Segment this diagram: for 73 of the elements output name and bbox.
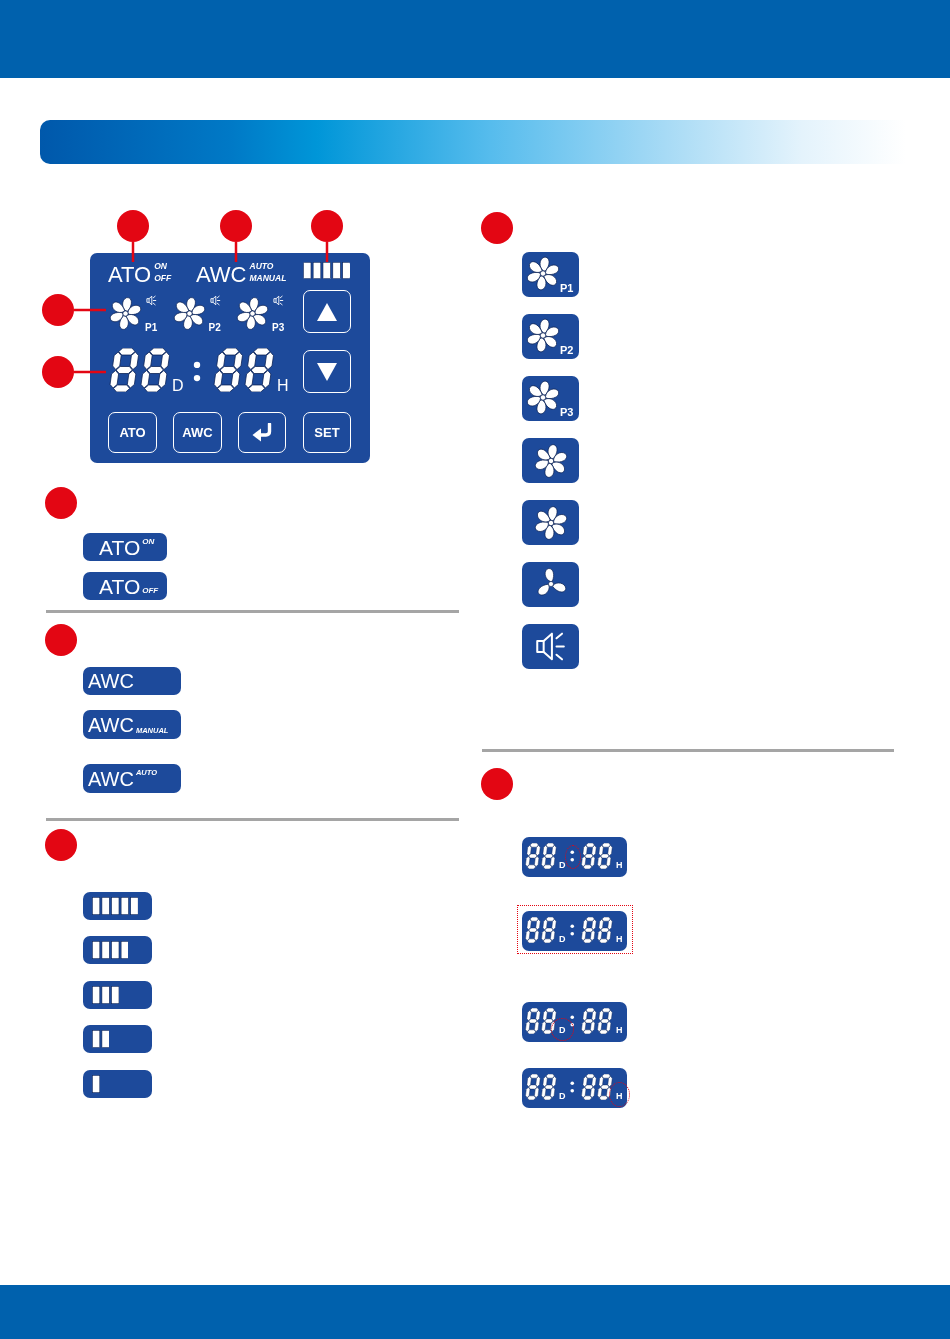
- indicator-label: ATO: [99, 575, 141, 597]
- lcd-button: [238, 412, 286, 453]
- indicator-label: ATO: [108, 263, 152, 286]
- indicator-tile: [83, 667, 181, 695]
- status-label: AUTO: [249, 262, 275, 271]
- unit-label: D: [559, 1026, 566, 1035]
- lcd-button: [303, 350, 351, 393]
- pump-label: P3: [560, 407, 574, 418]
- unit-label: H: [616, 861, 623, 870]
- indicator-tile: [83, 710, 181, 739]
- indicator-tile: [83, 1025, 152, 1053]
- indicator-label: AWC: [88, 714, 134, 735]
- indicator-tile: [83, 892, 152, 920]
- indicator-tile: [522, 562, 579, 607]
- indicator-tile: [522, 500, 579, 545]
- callout-marker: [117, 210, 149, 242]
- indicator-label: AWC: [88, 671, 134, 691]
- lcd-button: AWC: [173, 412, 222, 453]
- indicator-tile: [83, 981, 152, 1009]
- leader-line: [234, 242, 238, 262]
- leader-line: [325, 242, 329, 262]
- leader-line: [131, 242, 135, 262]
- unit-label: H: [616, 935, 623, 944]
- lcd-button: SET: [303, 412, 351, 453]
- indicator-tile: [83, 936, 152, 964]
- status-label: ON: [154, 262, 168, 271]
- indicator-tile: [522, 376, 579, 421]
- indicator-tile: [522, 252, 579, 297]
- indicator-tile: [522, 314, 579, 359]
- unit-label: H: [616, 1026, 623, 1035]
- unit-label: D: [559, 935, 566, 944]
- indicator-tile: [522, 837, 627, 877]
- section-marker: [45, 624, 77, 656]
- section-marker: [481, 768, 513, 800]
- unit-label: H: [616, 1092, 623, 1101]
- indicator-tile: [83, 572, 167, 600]
- unit-label: D: [559, 1092, 566, 1101]
- section-marker: [45, 487, 77, 519]
- lcd-button: ATO: [108, 412, 157, 453]
- indicator-tile: [522, 624, 579, 669]
- status-label: MANUAL: [249, 273, 287, 282]
- unit-label: D: [559, 861, 566, 870]
- level-bars-icon: [303, 262, 350, 279]
- lcd-panel: [90, 253, 370, 463]
- unit-label: H: [277, 378, 289, 394]
- pump-label: P3: [272, 323, 285, 333]
- section-marker: [45, 829, 77, 861]
- pump-label: P2: [560, 345, 574, 356]
- callout-marker: [42, 294, 74, 326]
- lcd-button: [303, 290, 351, 333]
- leader-line: [74, 370, 106, 374]
- unit-label: D: [172, 378, 184, 394]
- indicator-label: AWC: [88, 768, 134, 789]
- indicator-tile: [83, 764, 181, 793]
- section-marker: [481, 212, 513, 244]
- indicator-tile: [522, 1068, 627, 1108]
- indicator-label: AWC: [196, 263, 247, 286]
- indicator-tile: [522, 911, 627, 951]
- pump-label: P2: [208, 323, 221, 333]
- indicator-label: ATO: [99, 536, 141, 558]
- callout-marker: [220, 210, 252, 242]
- indicator-tile: [83, 533, 167, 561]
- pump-label: P1: [560, 283, 574, 294]
- status-label: ON: [142, 538, 155, 546]
- indicator-tile: [522, 1002, 627, 1042]
- callout-marker: [311, 210, 343, 242]
- callout-marker: [42, 356, 74, 388]
- leader-line: [74, 308, 106, 312]
- indicator-tile: [522, 438, 579, 483]
- pump-label: P1: [145, 323, 158, 333]
- indicator-tile: [83, 1070, 152, 1098]
- status-label: OFF: [154, 273, 172, 282]
- status-label: OFF: [142, 587, 159, 595]
